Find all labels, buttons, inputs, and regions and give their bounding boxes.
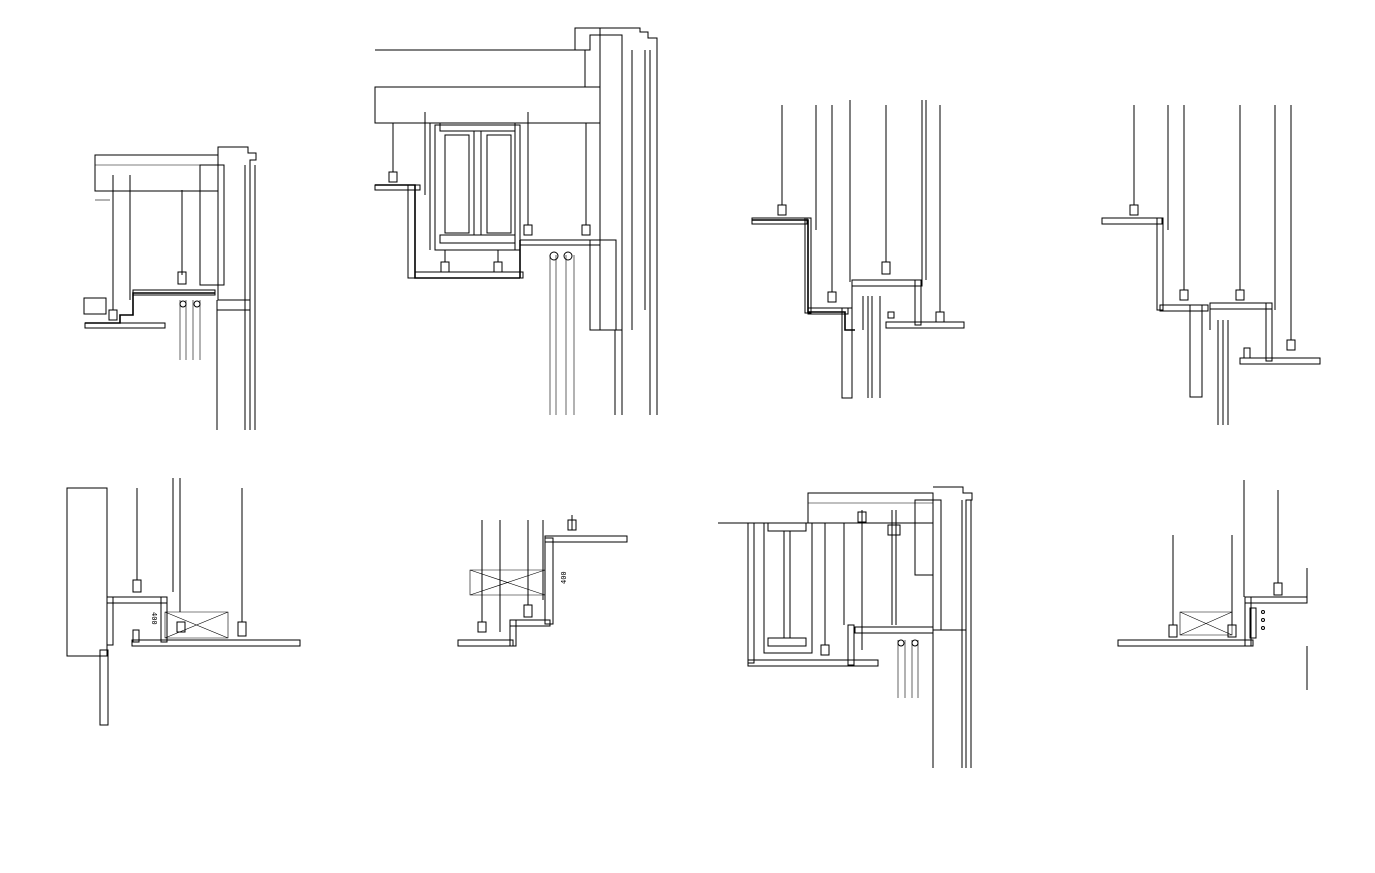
detail-3 bbox=[751, 100, 965, 399]
masonry-wall bbox=[66, 487, 108, 657]
insulation bbox=[599, 34, 623, 331]
detail-6: 400 bbox=[457, 515, 628, 647]
insulation bbox=[199, 164, 225, 286]
detail-2 bbox=[374, 27, 658, 415]
detail-8 bbox=[1117, 480, 1308, 690]
detail-7 bbox=[718, 486, 973, 768]
concrete-slab bbox=[374, 86, 601, 124]
detail-5: 400 bbox=[66, 478, 301, 726]
vent-label: 400 bbox=[560, 571, 568, 584]
detail-4 bbox=[1101, 105, 1321, 425]
detail-1 bbox=[83, 146, 257, 430]
concrete-slab bbox=[807, 492, 934, 524]
vent-label: 400 bbox=[150, 612, 158, 625]
